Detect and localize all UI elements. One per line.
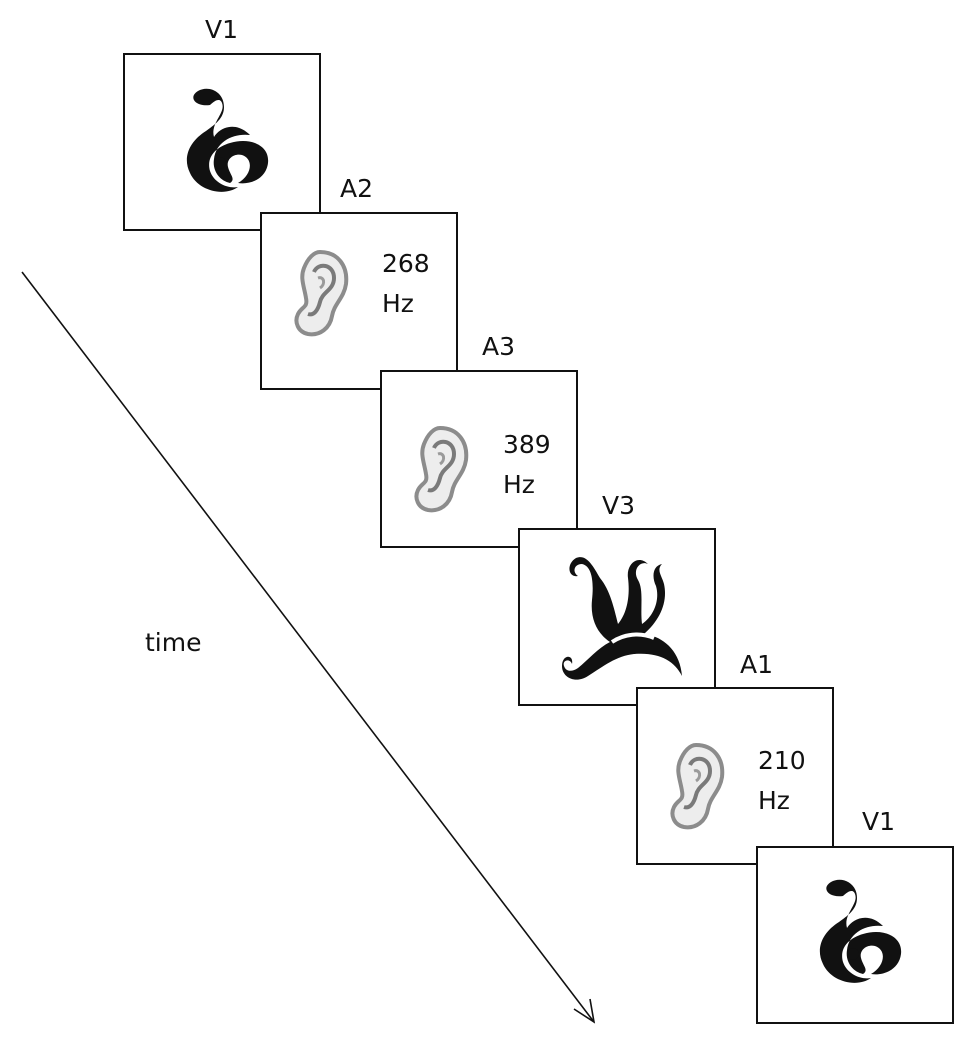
frame-6 [756,846,954,1024]
ear-icon [414,425,469,513]
frequency-value: 210 [758,746,806,775]
frame-3-label: A3 [482,332,516,361]
frame-3: 389 Hz [380,370,578,548]
ear-icon [670,742,725,830]
frame-6-label: V1 [862,807,896,836]
ear-icon [294,249,349,337]
swirl-glyph-icon [186,88,269,192]
frame-4 [518,528,716,706]
flourish-glyph-icon [562,557,682,680]
frame-1-label: V1 [205,15,239,44]
frame-2: 268 Hz [260,212,458,390]
frame-4-label: V3 [602,491,636,520]
frame-1 [123,53,321,231]
frame-5-label: A1 [740,650,774,679]
frame-5-frequency: 210 Hz [758,741,806,821]
frame-2-label: A2 [340,174,374,203]
frequency-value: 389 [503,430,551,459]
frequency-unit: Hz [758,786,790,815]
frequency-unit: Hz [503,470,535,499]
frequency-unit: Hz [382,289,414,318]
swirl-glyph-icon [819,879,902,983]
frame-5: 210 Hz [636,687,834,865]
frequency-value: 268 [382,249,430,278]
frame-3-frequency: 389 Hz [503,425,551,505]
time-axis-label: time [145,628,202,657]
frame-2-frequency: 268 Hz [382,244,430,324]
